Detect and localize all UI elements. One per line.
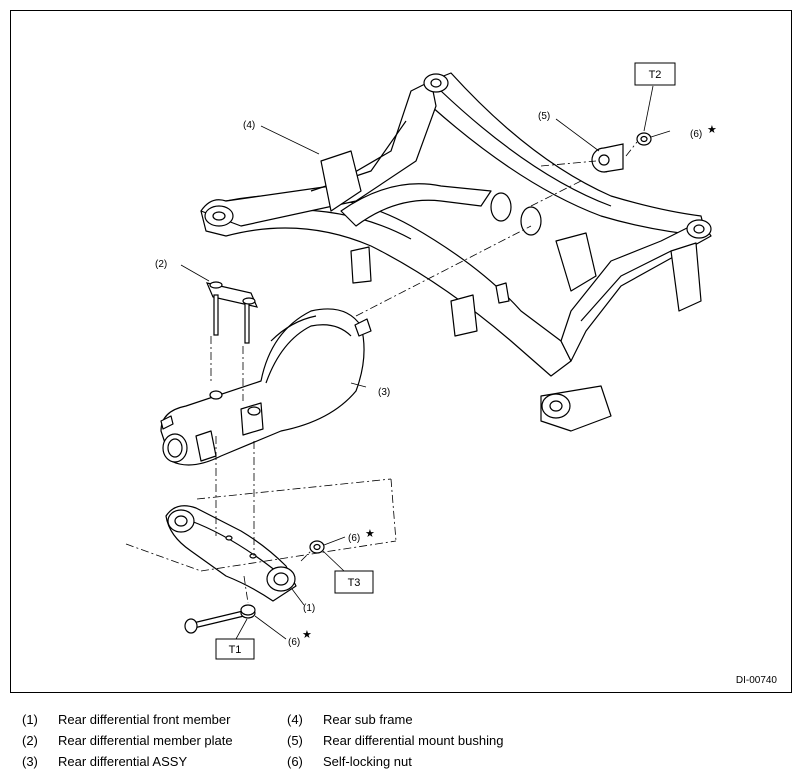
legend-number: (6)	[287, 754, 303, 769]
legend-number: (4)	[287, 712, 303, 727]
legend-text: Rear differential mount bushing	[323, 733, 504, 748]
legend-number: (3)	[22, 754, 38, 769]
rear-differential-member-plate	[205, 281, 259, 344]
callout-1: (1)	[303, 603, 315, 614]
leader-lines	[180, 85, 671, 640]
rear-differential-assy	[160, 308, 372, 466]
star-icon: ★	[707, 124, 717, 136]
legend-number: (2)	[22, 733, 38, 748]
torque-box-t1: T1	[215, 638, 255, 660]
stars: ★ ★ ★	[302, 124, 717, 641]
exploded-diagram: (1) (2) (3) (4) (5) (6) (6) (6) ★ ★ ★ T2…	[125, 62, 717, 660]
torque-label-t3: T3	[348, 577, 361, 589]
legend-number: (1)	[22, 712, 38, 727]
callout-labels: (1) (2) (3) (4) (5) (6) (6) (6)	[155, 111, 702, 648]
figure-id: DI-00740	[735, 675, 777, 686]
legend-text: Rear differential member plate	[58, 733, 233, 748]
star-icon: ★	[302, 629, 312, 641]
callout-6-top: (6)	[690, 129, 702, 140]
alignment-lines	[125, 141, 638, 604]
torque-label-t2: T2	[649, 69, 662, 81]
fasteners	[184, 132, 652, 634]
callout-3: (3)	[378, 387, 390, 398]
legend-text: Self-locking nut	[323, 754, 412, 769]
callout-6-bottom: (6)	[288, 637, 300, 648]
torque-label-t1: T1	[229, 644, 242, 656]
star-icon: ★	[365, 528, 375, 540]
legend-text: Rear differential front member	[58, 712, 231, 727]
diagram-frame: (1) (2) (3) (4) (5) (6) (6) (6) ★ ★ ★ T2…	[10, 10, 792, 693]
callout-6-right: (6)	[348, 533, 360, 544]
torque-box-t3: T3	[334, 570, 374, 594]
torque-box-t2: T2	[634, 62, 676, 86]
rear-differential-front-member	[165, 505, 297, 602]
rear-sub-frame	[200, 72, 712, 432]
legend-text: Rear sub frame	[323, 712, 413, 727]
callout-2: (2)	[155, 259, 167, 270]
legend-number: (5)	[287, 733, 303, 748]
callout-4: (4)	[243, 120, 255, 131]
callout-5: (5)	[538, 111, 550, 122]
legend-text: Rear differential ASSY	[58, 754, 188, 769]
